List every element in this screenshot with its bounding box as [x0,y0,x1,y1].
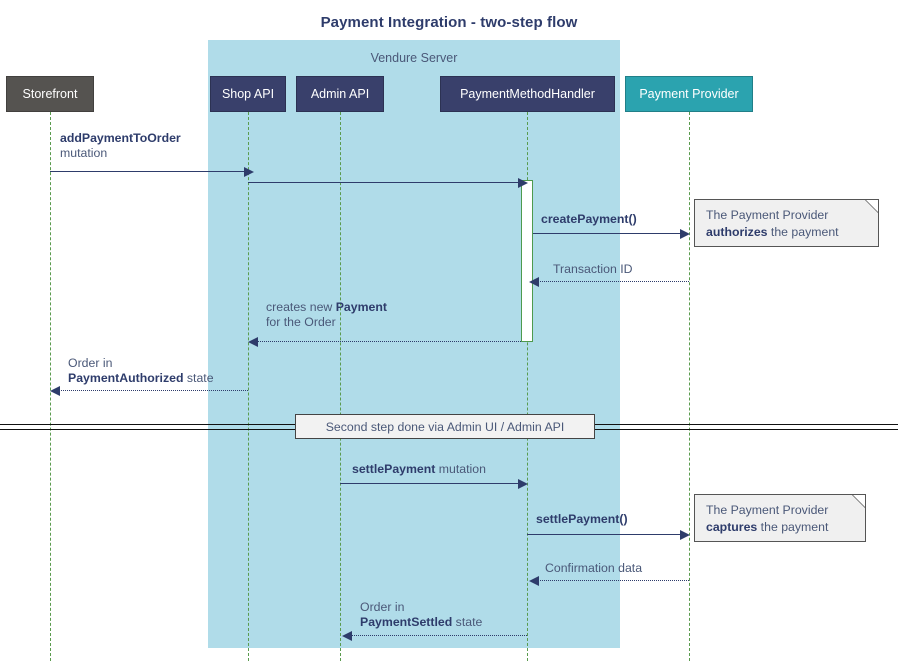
note-fold-inner-icon [853,495,865,507]
message-line-confirmation-data [537,580,689,581]
plain-text: creates new [266,300,336,314]
emphasis-text: authorizes [706,225,768,239]
participant-handler[interactable]: PaymentMethodHandler [440,76,615,112]
arrow-head-creates-new-payment [248,336,258,347]
arrow-head-order-payment-authorized [50,385,60,396]
plain-text: the payment [757,520,829,534]
plain-text: Order in [68,356,113,370]
message-line-create-payment [533,233,682,234]
arrow-head-transaction-id [529,276,539,287]
participant-label: PaymentMethodHandler [460,87,595,101]
note-captures: The Payment Provider captures the payment [694,494,866,542]
activation-bar-handler [521,180,533,342]
message-line-order-payment-settled [350,635,527,636]
message-label-confirmation-data: Confirmation data [545,561,642,576]
participant-storefront[interactable]: Storefront [6,76,94,112]
emphasis-text: PaymentAuthorized [68,371,184,385]
note-line: captures the payment [706,519,855,536]
lifeline-handler [527,112,528,661]
plain-text: Transaction ID [553,262,633,276]
message-line-settle-payment-mutation [340,483,520,484]
message-label-line: for the Order [266,315,387,330]
message-label-create-payment: createPayment() [541,212,637,227]
note-line: The Payment Provider [706,502,855,519]
lifeline-shop-api [248,112,249,661]
arrow-head-confirmation-data [529,575,539,586]
participant-label: Admin API [310,87,370,101]
message-label-line: Order in [360,600,482,615]
emphasis-text: captures [706,520,758,534]
participant-provider[interactable]: Payment Provider [625,76,753,112]
arrow-head-settle-payment-mutation [518,478,528,489]
message-label-line: settlePayment mutation [352,462,486,477]
message-label-line: PaymentSettled state [360,615,482,630]
arrow-head-create-payment [680,228,690,239]
plain-text: for the Order [266,315,336,329]
arrow-head-add-payment-to-order [244,166,254,177]
message-label-line: PaymentAuthorized state [68,371,214,386]
arrow-head-settle-payment-call [680,529,690,540]
arrow-head-order-payment-settled [342,630,352,641]
note-line: authorizes the payment [706,224,868,241]
emphasis-text: createPayment() [541,212,637,226]
emphasis-text: Payment [335,300,387,314]
message-label-line: createPayment() [541,212,637,227]
plain-text: state [452,615,483,629]
participant-label: Storefront [22,87,78,101]
divider-label: Second step done via Admin UI / Admin AP… [295,414,595,439]
plain-text: mutation [60,146,108,160]
message-line-order-payment-authorized [58,390,248,391]
note-fold-inner-icon [866,200,878,212]
participant-admin-api[interactable]: Admin API [296,76,384,112]
message-label-line: Transaction ID [553,262,633,277]
message-line-settle-payment-call [527,534,682,535]
message-label-line: Confirmation data [545,561,642,576]
plain-text: state [183,371,214,385]
message-line-transaction-id [537,281,689,282]
page-title: Payment Integration - two-step flow [320,14,578,31]
message-label-line: addPaymentToOrder [60,131,181,146]
plain-text: mutation [435,462,486,476]
plain-text: The Payment Provider [706,208,829,222]
plain-text: The Payment Provider [706,503,829,517]
plain-text: the payment [767,225,839,239]
participant-label: Payment Provider [639,87,739,101]
group-label: Vendure Server [370,51,458,65]
message-line-shop-api-to-handler [248,182,520,183]
note-line: The Payment Provider [706,207,868,224]
message-line-add-payment-to-order [50,171,246,172]
participant-shop-api[interactable]: Shop API [210,76,286,112]
emphasis-text: settlePayment() [536,512,628,526]
arrow-head-shop-api-to-handler [518,177,528,188]
message-label-line: creates new Payment [266,300,387,315]
message-label-line: Order in [68,356,214,371]
emphasis-text: addPaymentToOrder [60,131,181,145]
message-line-creates-new-payment [256,341,521,342]
group-box-vendure-server [208,40,620,648]
emphasis-text: PaymentSettled [360,615,453,629]
plain-text: Order in [360,600,405,614]
lifeline-admin-api [340,112,341,661]
emphasis-text: settlePayment [352,462,436,476]
participant-label: Shop API [221,87,275,101]
message-label-line: mutation [60,146,181,161]
message-label-settle-payment-mutation: settlePayment mutation [352,462,486,477]
message-label-settle-payment-call: settlePayment() [536,512,628,527]
message-label-transaction-id: Transaction ID [553,262,633,277]
lifeline-provider [689,112,690,661]
note-authorizes: The Payment Provider authorizes the payme… [694,199,879,247]
message-label-line: settlePayment() [536,512,628,527]
plain-text: Confirmation data [545,561,643,575]
